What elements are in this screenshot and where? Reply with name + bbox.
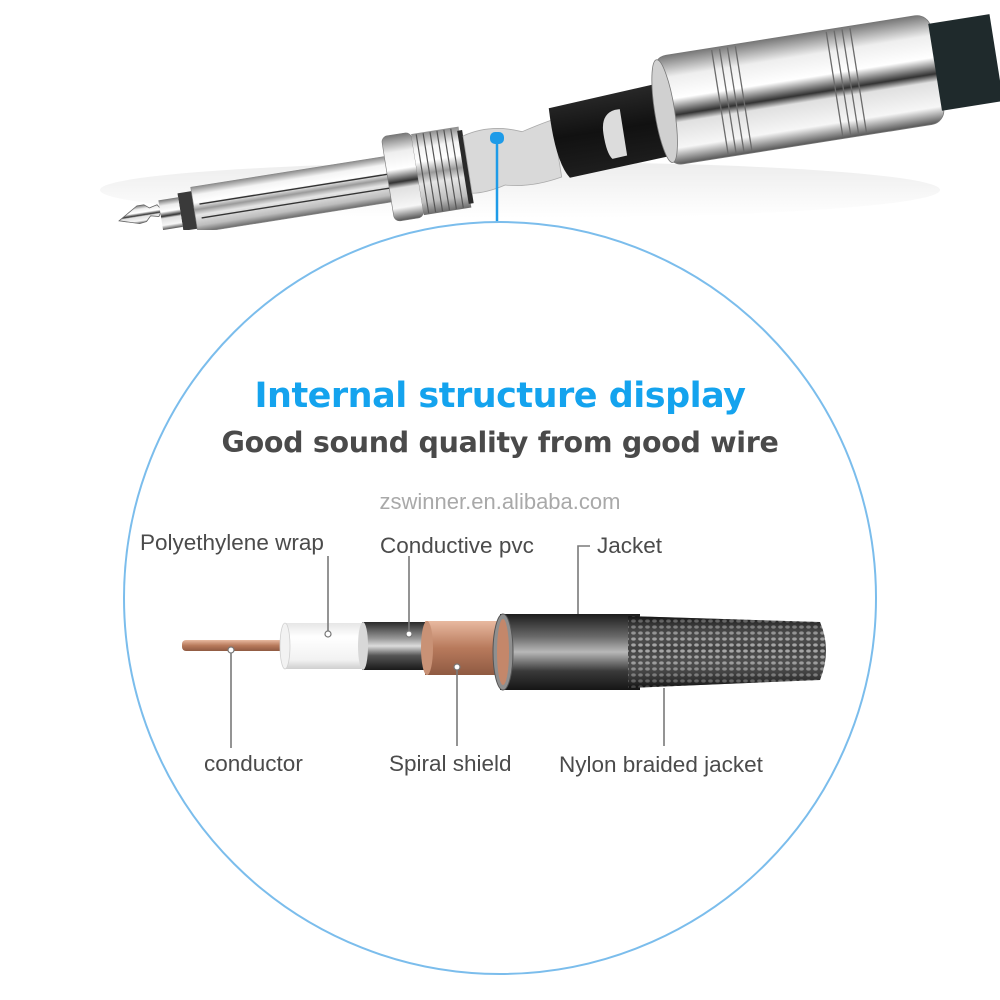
detail-circle — [123, 221, 877, 975]
conductor-layer — [182, 640, 294, 651]
label-jacket: Jacket — [597, 533, 663, 558]
pointer-dot-icon — [490, 132, 504, 144]
label-conductive-pvc: Conductive pvc — [380, 533, 534, 558]
page-title: Internal structure display — [254, 376, 747, 416]
label-polyethylene-wrap: Polyethylene wrap — [140, 530, 324, 555]
page-subtitle: Good sound quality from good wire — [221, 426, 779, 459]
jacket-layer — [500, 614, 640, 690]
label-spiral-shield: Spiral shield — [389, 751, 512, 776]
label-conductor: conductor — [204, 751, 303, 776]
label-nylon-braided-jacket: Nylon braided jacket — [559, 752, 763, 777]
jack-plug-photo — [100, 14, 1000, 230]
watermark-text: zswinner.en.alibaba.com — [379, 489, 621, 514]
